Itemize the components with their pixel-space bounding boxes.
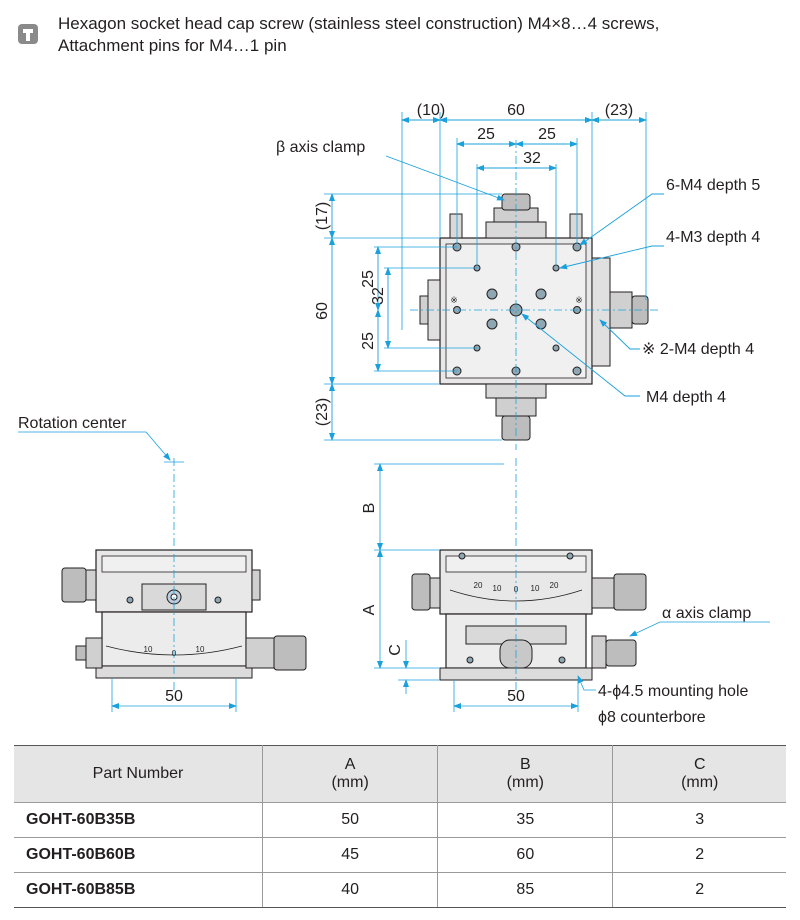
dim-25-right: 25 bbox=[538, 126, 556, 143]
a-cell: 40 bbox=[262, 872, 439, 908]
dimensions-table: Part Number A(mm) B(mm) C(mm) GOHT-60B35… bbox=[14, 745, 786, 908]
table-row: GOHT-60B85B 40 85 2 bbox=[14, 872, 786, 908]
b-cell: 85 bbox=[437, 872, 614, 908]
side-scale-mark-1: 10 bbox=[144, 645, 153, 654]
c-cell: 3 bbox=[612, 802, 786, 838]
part-number-cell: GOHT-60B85B bbox=[14, 872, 263, 908]
a-cell: 50 bbox=[262, 802, 439, 838]
header: Hexagon socket head cap screw (stainless… bbox=[12, 10, 792, 60]
c-cell: 2 bbox=[612, 837, 786, 873]
header-a: A(mm) bbox=[262, 745, 439, 803]
side-dim-50: 50 bbox=[165, 688, 183, 705]
header-c: C(mm) bbox=[612, 745, 786, 803]
alpha-clamp-label: α axis clamp bbox=[662, 605, 751, 622]
front-dim-50: 50 bbox=[507, 688, 525, 705]
a-cell: 45 bbox=[262, 837, 439, 873]
header-b: B(mm) bbox=[437, 745, 614, 803]
front-scale-mark-1: 20 bbox=[474, 581, 483, 590]
front-dim-c: C bbox=[387, 644, 404, 656]
front-dim-a: A bbox=[361, 604, 378, 615]
part-number-cell: GOHT-60B35B bbox=[14, 802, 263, 838]
dim-right-offset: (23) bbox=[605, 102, 633, 119]
m3-depth4-label: 4-M3 depth 4 bbox=[666, 229, 760, 246]
front-scale-mark-2: 10 bbox=[493, 584, 502, 593]
star-mark-left: ※ bbox=[450, 295, 458, 305]
mounting-hole-label: 4-ϕ4.5 mounting hole bbox=[598, 683, 748, 700]
dim-25-bottom: 25 bbox=[360, 332, 377, 350]
star-mark-right: ※ bbox=[575, 295, 583, 305]
b-cell: 35 bbox=[437, 802, 614, 838]
c-cell: 2 bbox=[612, 872, 786, 908]
dim-left-offset: (10) bbox=[417, 102, 445, 119]
header-line-1: Hexagon socket head cap screw (stainless… bbox=[58, 14, 660, 33]
dim-width: 60 bbox=[507, 102, 525, 119]
b-cell: 60 bbox=[437, 837, 614, 873]
dim-32-v: 32 bbox=[370, 287, 387, 305]
top-view: ※ ※ bbox=[276, 102, 760, 450]
dim-32-h: 32 bbox=[523, 150, 541, 167]
dim-25-left: 25 bbox=[477, 126, 495, 143]
dim-25-top: 25 bbox=[360, 270, 377, 288]
m4-depth5-label: 6-M4 depth 5 bbox=[666, 177, 760, 194]
technical-drawing: ※ ※ bbox=[18, 102, 770, 726]
table-row: GOHT-60B60B 45 60 2 bbox=[14, 837, 786, 873]
front-dim-b: B bbox=[361, 503, 378, 514]
front-scale-mark-5: 20 bbox=[550, 581, 559, 590]
dim-17: (17) bbox=[314, 202, 331, 230]
rotation-center-label: Rotation center bbox=[18, 415, 127, 432]
counterbore-label: ϕ8 counterbore bbox=[598, 709, 706, 726]
screw-icon bbox=[18, 24, 38, 44]
header-part-number: Part Number bbox=[14, 745, 263, 803]
side-scale-mark-3: 10 bbox=[196, 645, 205, 654]
front-scale-mark-4: 10 bbox=[531, 584, 540, 593]
side-view: 10 0 10 Rotation center 50 bbox=[18, 415, 307, 712]
dim-height: 60 bbox=[314, 302, 331, 320]
part-number-cell: GOHT-60B60B bbox=[14, 837, 263, 873]
beta-clamp-label: β axis clamp bbox=[276, 139, 365, 156]
dim-23-bottom: (23) bbox=[314, 398, 331, 426]
table-row: GOHT-60B35B 50 35 3 bbox=[14, 802, 786, 838]
header-line-2: Attachment pins for M4…1 pin bbox=[58, 36, 287, 55]
table-header-row: Part Number A(mm) B(mm) C(mm) bbox=[14, 745, 786, 803]
m4-2-depth4-label: ※ 2-M4 depth 4 bbox=[642, 341, 754, 358]
m4-center-label: M4 depth 4 bbox=[646, 389, 726, 406]
front-view: 20 10 0 10 20 bbox=[361, 458, 770, 726]
